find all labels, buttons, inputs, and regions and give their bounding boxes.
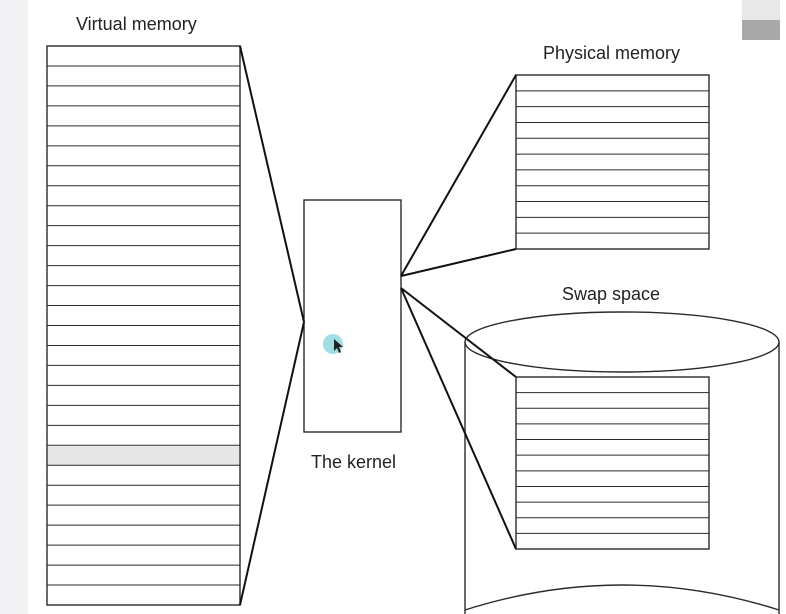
kernel-box: [303, 199, 402, 433]
corner-block: [742, 20, 780, 40]
physical-memory-label: Physical memory: [543, 43, 680, 63]
connector-vm-bottom: [239, 321, 305, 606]
physical-memory-column: [515, 74, 710, 250]
connector-lines: [239, 45, 517, 606]
physical-memory-box: [515, 74, 710, 250]
swap-space-cylinder: [464, 311, 780, 614]
background-strip: [0, 0, 28, 614]
cursor-arrow: [334, 339, 343, 353]
connector-pm-top: [400, 74, 517, 277]
virtual-memory-column: [46, 45, 241, 606]
cylinder-top: [464, 311, 780, 373]
connector-swap-top: [400, 287, 517, 378]
corner-block: [742, 0, 780, 22]
connector-vm-top: [239, 45, 305, 323]
virtual-memory-label: Virtual memory: [76, 14, 197, 34]
swap-space-label: Swap space: [562, 284, 660, 304]
connector-swap-bottom: [400, 287, 517, 550]
cylinder-bottom: [464, 584, 780, 611]
connector-pm-bottom: [400, 248, 517, 277]
cylinder-sides: [464, 342, 780, 614]
kernel-label: The kernel: [311, 452, 396, 472]
swap-space-column: [515, 376, 710, 550]
mouse-pointer-icon: [323, 334, 343, 354]
highlighted-row: [48, 446, 239, 466]
swap-space-box: [515, 376, 710, 550]
